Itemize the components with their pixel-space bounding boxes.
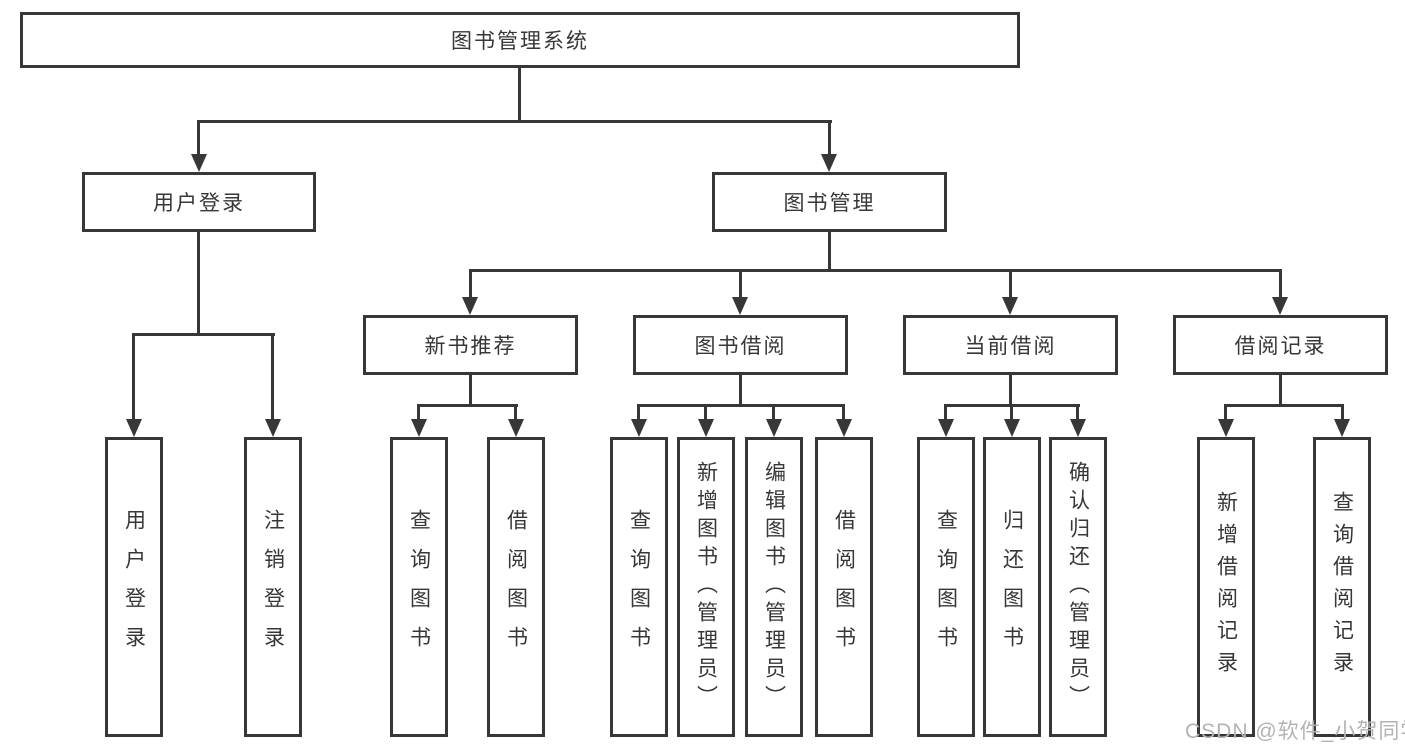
node-label: 新书推荐 (424, 335, 517, 358)
connector-drop-leaf (704, 404, 707, 421)
leaf-query-books-1: 查询图书 (390, 437, 448, 737)
connector-drop-leaf (842, 404, 845, 421)
node-label: 图书管理 (783, 192, 876, 215)
leaf-logout: 注销登录 (244, 437, 302, 737)
connector-new-book-bus (417, 404, 518, 407)
node-label: 用户登录 (153, 192, 245, 215)
leaf-label: 归还图书 (1000, 509, 1024, 665)
arrow-book-borrow (732, 297, 748, 315)
connector-drop-leaf (1076, 404, 1079, 421)
leaf-user-login: 用户登录 (105, 437, 163, 737)
connector-drop-current-borrow (1009, 269, 1012, 299)
leaf-label: 查询图书 (934, 509, 958, 665)
connector-user-login-bus (132, 333, 275, 336)
connector-drop-leaf (514, 404, 517, 421)
leaf-query-borrow-record: 查询借阅记录 (1313, 437, 1371, 737)
node-label: 借阅记录 (1234, 335, 1327, 358)
node-library-management-system: 图书管理系统 (20, 12, 1020, 68)
connector-drop-leaf (944, 404, 947, 421)
node-label: 图书管理系统 (451, 30, 589, 53)
leaf-label: 借阅图书 (504, 509, 528, 665)
node-book-management: 图书管理 (712, 172, 947, 232)
connector-level3-bus (469, 269, 1282, 272)
connector-new-book-stem (469, 375, 472, 407)
arrow-leaf-logout (265, 419, 281, 437)
connector-drop-book-management (828, 120, 831, 156)
leaf-label: 编辑图书（管理员） (762, 461, 786, 713)
node-user-login: 用户登录 (82, 172, 316, 232)
connector-drop-leaf (417, 404, 420, 421)
arrow-leaf-borrow-books-2 (836, 419, 852, 437)
csdn-watermark: CSDN @软件_小贺同学 (1185, 720, 1405, 743)
arrow-borrow-records (1272, 297, 1288, 315)
arrow-leaf-login (126, 419, 142, 437)
leaf-borrow-books-2: 借阅图书 (815, 437, 873, 737)
arrow-leaf-query-borrow-record (1334, 419, 1350, 437)
node-label: 图书借阅 (694, 335, 787, 358)
connector-book-borrow-stem (739, 375, 742, 407)
arrow-leaf-edit-book (766, 419, 782, 437)
leaf-query-books-2: 查询图书 (610, 437, 668, 737)
node-current-borrow: 当前借阅 (903, 315, 1118, 375)
leaf-label: 借阅图书 (832, 509, 856, 665)
node-book-borrow: 图书借阅 (633, 315, 848, 375)
leaf-label: 注销登录 (261, 509, 285, 665)
arrow-book-management (821, 154, 837, 172)
connector-root-stem (518, 68, 521, 122)
connector-drop-user-login (197, 120, 200, 156)
connector-borrow-records-bus (1224, 404, 1344, 407)
connector-drop-leaf (637, 404, 640, 421)
node-label: 当前借阅 (964, 335, 1057, 358)
leaf-label: 查询借阅记录 (1330, 491, 1354, 683)
connector-drop-leaf (1224, 404, 1227, 421)
connector-drop-book-borrow (739, 269, 742, 299)
connector-book-borrow-bus (637, 404, 845, 407)
arrow-leaf-borrow-books-1 (508, 419, 524, 437)
connector-book-mgmt-stem (828, 232, 831, 272)
connector-drop-leaf (772, 404, 775, 421)
arrow-leaf-confirm-return (1070, 419, 1086, 437)
leaf-label: 确认归还（管理员） (1066, 461, 1090, 713)
connector-drop-new-book (469, 269, 472, 299)
leaf-add-borrow-record: 新增借阅记录 (1197, 437, 1255, 737)
leaf-label: 查询图书 (407, 509, 431, 665)
connector-drop-leaf-logout (271, 333, 274, 421)
arrow-new-book (462, 297, 478, 315)
arrow-leaf-query-books-3 (938, 419, 954, 437)
connector-drop-leaf (1341, 404, 1344, 421)
connector-drop-borrow-records (1279, 269, 1282, 299)
leaf-add-book-admin: 新增图书（管理员） (677, 437, 735, 737)
leaf-label: 新增图书（管理员） (694, 461, 718, 713)
leaf-label: 查询图书 (627, 509, 651, 665)
arrow-leaf-add-book (698, 419, 714, 437)
leaf-return-books: 归还图书 (983, 437, 1041, 737)
connector-root-bus (198, 120, 832, 123)
leaf-query-books-3: 查询图书 (917, 437, 975, 737)
arrow-current-borrow (1002, 297, 1018, 315)
node-borrow-records: 借阅记录 (1173, 315, 1388, 375)
arrow-leaf-add-borrow-record (1218, 419, 1234, 437)
connector-borrow-records-stem (1279, 375, 1282, 407)
leaf-label: 新增借阅记录 (1214, 491, 1238, 683)
connector-user-login-stem (197, 232, 200, 336)
arrow-leaf-query-books-1 (411, 419, 427, 437)
connector-drop-leaf (1010, 404, 1013, 421)
arrow-user-login (191, 154, 207, 172)
arrow-leaf-return-books (1004, 419, 1020, 437)
node-new-book-recommend: 新书推荐 (363, 315, 578, 375)
connector-current-borrow-stem (1009, 375, 1012, 407)
leaf-edit-book-admin: 编辑图书（管理员） (745, 437, 803, 737)
leaf-borrow-books-1: 借阅图书 (487, 437, 545, 737)
leaf-confirm-return-admin: 确认归还（管理员） (1049, 437, 1107, 737)
arrow-leaf-query-books-2 (631, 419, 647, 437)
leaf-label: 用户登录 (122, 509, 146, 665)
connector-drop-leaf-login (132, 333, 135, 421)
